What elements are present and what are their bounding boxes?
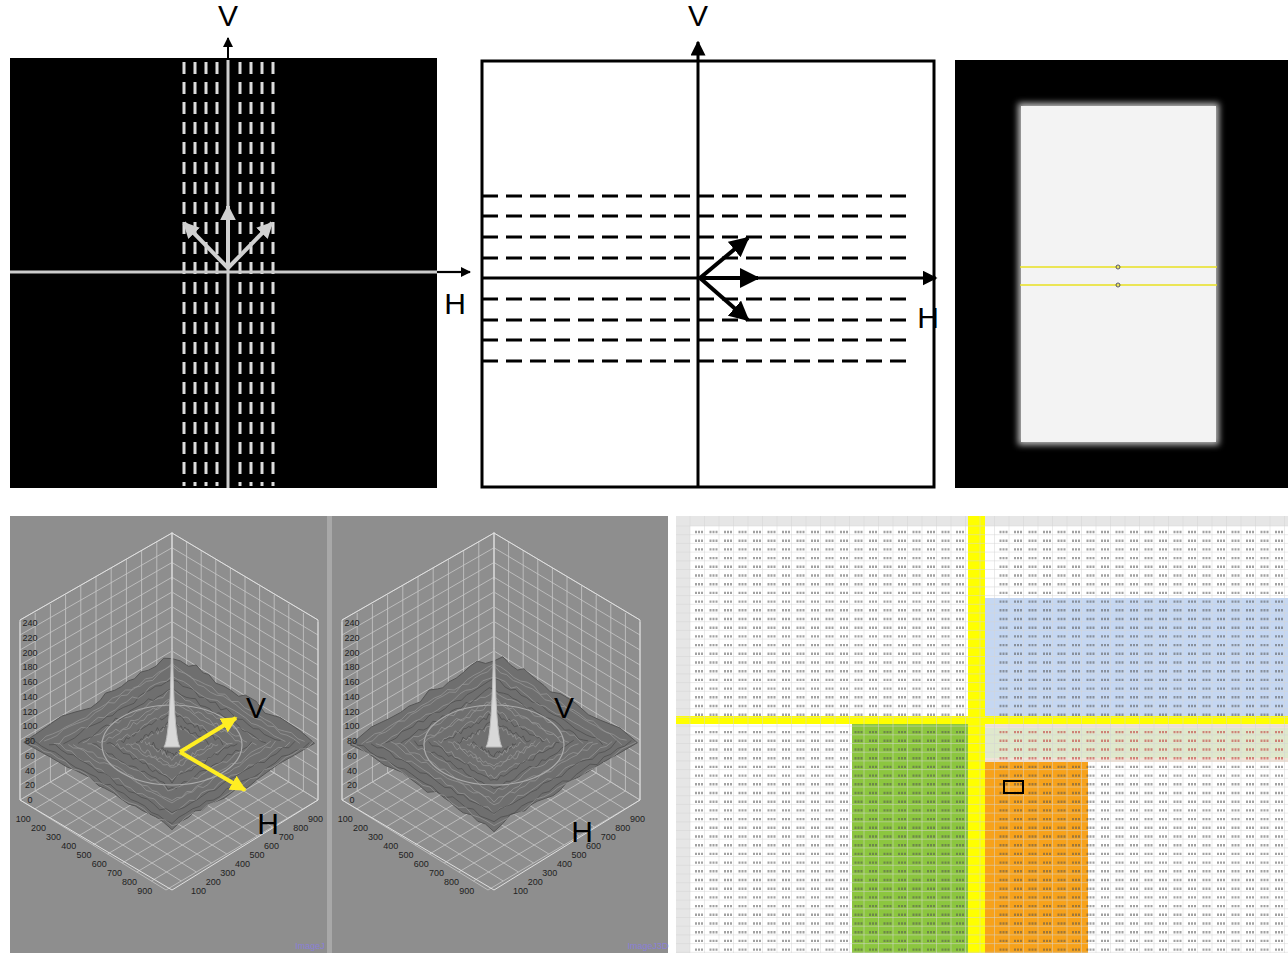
- axis-arrow: [180, 718, 236, 752]
- tick-label: 200: [31, 824, 46, 833]
- cell-block: [985, 762, 1088, 953]
- tick-label: 900: [308, 815, 323, 824]
- tick-label: 800: [122, 878, 137, 887]
- axis-arrow: [180, 752, 245, 790]
- tick-label: 400: [61, 842, 76, 851]
- tick-label: 60: [347, 751, 357, 760]
- axis-label: V: [246, 693, 266, 723]
- cell-block: [852, 724, 968, 953]
- tick-label: 140: [22, 692, 37, 701]
- selected-cell: [1004, 781, 1023, 793]
- surface-plot: [342, 532, 640, 890]
- tick-label: 100: [344, 722, 359, 731]
- tick-label: 60: [25, 751, 35, 760]
- tick-label: 600: [414, 860, 429, 869]
- surface-plot: [20, 532, 318, 890]
- tick-label: 120: [344, 707, 359, 716]
- cell-block: [676, 716, 1288, 724]
- cell-block: [968, 516, 985, 953]
- tick-label: 300: [46, 833, 61, 842]
- tick-label: 900: [630, 815, 645, 824]
- axis-label: V: [218, 1, 238, 31]
- window-tag: ImageJ: [295, 942, 325, 951]
- tick-label: 900: [137, 887, 152, 896]
- cell-block: [985, 724, 1288, 762]
- tick-label: 20: [347, 781, 357, 790]
- tick-label: 700: [279, 833, 294, 842]
- tick-label: 160: [22, 678, 37, 687]
- tick-label: 220: [344, 633, 359, 642]
- tick-label: 400: [235, 860, 250, 869]
- tick-label: 180: [22, 663, 37, 672]
- tick-label: 400: [383, 842, 398, 851]
- tick-label: 300: [368, 833, 383, 842]
- tick-label: 300: [220, 869, 235, 878]
- tick-label: 100: [191, 887, 206, 896]
- tick-label: 500: [398, 851, 413, 860]
- tick-label: 100: [22, 722, 37, 731]
- tick-label: 800: [293, 824, 308, 833]
- cell-block: [985, 598, 1288, 716]
- tick-label: 100: [16, 815, 31, 824]
- tick-label: 600: [586, 842, 601, 851]
- tick-label: 800: [615, 824, 630, 833]
- window-tag: ImageJ3D: [627, 942, 668, 951]
- tick-label: 0: [27, 796, 32, 805]
- tick-label: 700: [601, 833, 616, 842]
- tick-label: 500: [571, 851, 586, 860]
- tick-label: 160: [344, 678, 359, 687]
- tick-label: 100: [338, 815, 353, 824]
- axis-label: H: [917, 303, 939, 333]
- cell-block: [985, 728, 1288, 758]
- cell-block: [676, 526, 690, 953]
- tick-label: 20: [25, 781, 35, 790]
- tick-label: 0: [349, 796, 354, 805]
- tick-label: 200: [353, 824, 368, 833]
- tick-label: 100: [513, 887, 528, 896]
- axis-label: V: [688, 1, 708, 31]
- tick-label: 300: [542, 869, 557, 878]
- tick-label: 600: [92, 860, 107, 869]
- axis-label: H: [444, 289, 466, 319]
- tick-label: 700: [429, 869, 444, 878]
- tick-label: 140: [344, 692, 359, 701]
- axis-label: H: [257, 809, 279, 839]
- tick-label: 240: [22, 619, 37, 628]
- tick-label: 180: [344, 663, 359, 672]
- tick-label: 200: [206, 878, 221, 887]
- tick-label: 200: [528, 878, 543, 887]
- tick-label: 200: [22, 648, 37, 657]
- tick-label: 220: [22, 633, 37, 642]
- tick-label: 240: [344, 619, 359, 628]
- tick-label: 80: [25, 737, 35, 746]
- tick-label: 80: [347, 737, 357, 746]
- tick-label: 40: [25, 766, 35, 775]
- tick-label: 200: [344, 648, 359, 657]
- tick-label: 500: [249, 851, 264, 860]
- tick-label: 40: [347, 766, 357, 775]
- tick-label: 800: [444, 878, 459, 887]
- tick-label: 120: [22, 707, 37, 716]
- tick-label: 700: [107, 869, 122, 878]
- tick-label: 900: [459, 887, 474, 896]
- axis-label: V: [554, 693, 574, 723]
- tick-label: 400: [557, 860, 572, 869]
- tick-label: 500: [76, 851, 91, 860]
- tick-label: 600: [264, 842, 279, 851]
